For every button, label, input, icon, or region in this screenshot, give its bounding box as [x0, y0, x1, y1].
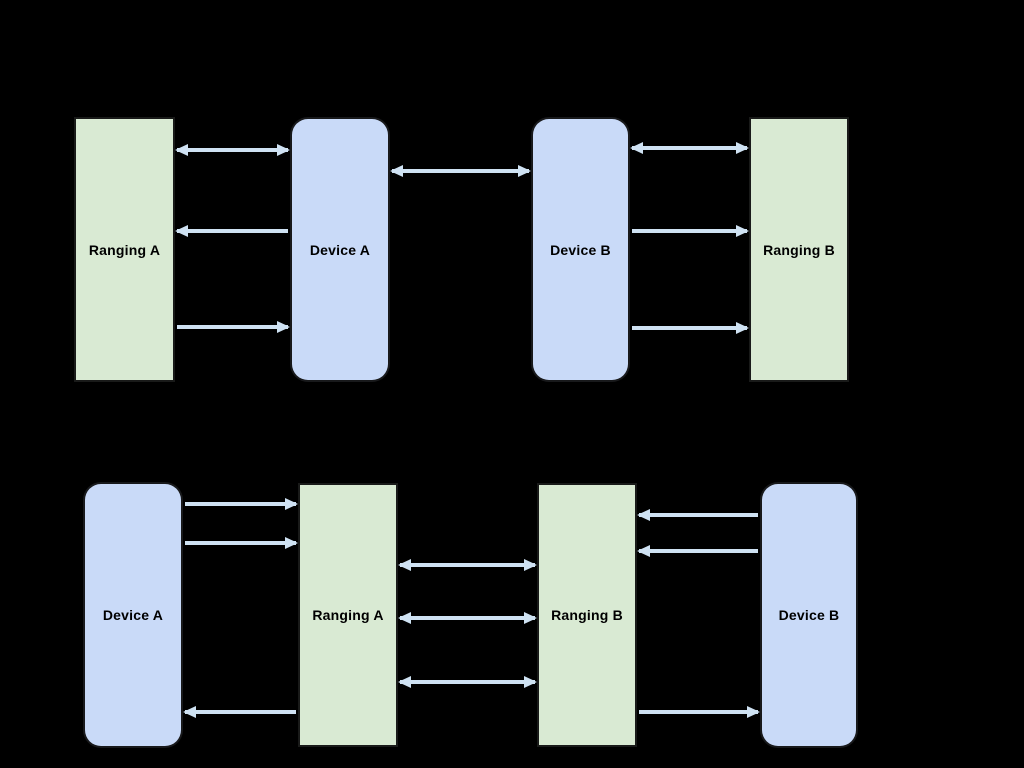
arrowhead-left-icon — [398, 559, 411, 571]
arrow-shaft — [639, 710, 758, 714]
arrowhead-right-icon — [747, 706, 760, 718]
arrow-device-a-to-ranging-a-right — [183, 497, 298, 511]
arrow-shaft — [400, 616, 535, 620]
arrow-ranging-a-to-ranging-b-both — [398, 611, 537, 625]
arrow-ranging-a-to-ranging-b-both — [398, 675, 537, 689]
arrow-ranging-b-to-device-b-right — [637, 705, 760, 719]
box-label: Ranging A — [88, 241, 161, 258]
arrowhead-right-icon — [524, 612, 537, 624]
box-label: Device B — [550, 241, 611, 258]
arrowhead-left-icon — [398, 676, 411, 688]
arrowhead-right-icon — [518, 165, 531, 177]
arrow-shaft — [185, 710, 296, 714]
arrow-shaft — [177, 325, 288, 329]
arrowhead-left-icon — [637, 509, 650, 521]
arrowhead-left-icon — [175, 144, 188, 156]
arrow-shaft — [400, 563, 535, 567]
bottom-sequence-box-ranging-b: Ranging B — [537, 483, 637, 747]
box-label: Ranging A — [312, 607, 384, 623]
arrow-ranging-a-to-device-a-both — [175, 143, 290, 157]
arrow-shaft — [185, 502, 296, 506]
arrow-device-a-to-ranging-a-left — [175, 224, 290, 238]
arrowhead-left-icon — [183, 706, 196, 718]
arrowhead-right-icon — [524, 559, 537, 571]
arrow-shaft — [392, 169, 529, 173]
arrowhead-right-icon — [736, 225, 749, 237]
arrow-shaft — [639, 513, 758, 517]
box-label: Device A — [102, 607, 164, 623]
arrow-ranging-a-to-device-a-left — [183, 705, 298, 719]
arrowhead-right-icon — [736, 142, 749, 154]
arrowhead-right-icon — [736, 322, 749, 334]
arrow-device-b-to-ranging-b-right — [630, 321, 749, 335]
arrowhead-right-icon — [285, 498, 298, 510]
arrow-shaft — [639, 549, 758, 553]
arrowhead-left-icon — [175, 225, 188, 237]
arrowhead-left-icon — [390, 165, 403, 177]
arrow-shaft — [632, 326, 747, 330]
top-sequence-box-device-b: Device B — [531, 117, 630, 382]
bottom-sequence-box-ranging-a: Ranging A — [298, 483, 398, 747]
box-label: Ranging B — [551, 607, 623, 623]
arrow-shaft — [185, 541, 296, 545]
arrowhead-left-icon — [630, 142, 643, 154]
arrow-device-b-to-ranging-b-right — [630, 224, 749, 238]
box-label: Ranging B — [763, 241, 835, 258]
arrow-ranging-a-to-device-a-right — [175, 320, 290, 334]
arrowhead-left-icon — [637, 545, 650, 557]
top-sequence-box-ranging-a: Ranging A — [74, 117, 175, 382]
arrowhead-left-icon — [398, 612, 411, 624]
top-sequence-box-ranging-b: Ranging B — [749, 117, 849, 382]
arrow-shaft — [632, 229, 747, 233]
arrow-shaft — [400, 680, 535, 684]
arrowhead-right-icon — [524, 676, 537, 688]
box-label: Device A — [309, 241, 371, 258]
arrowhead-right-icon — [277, 321, 290, 333]
arrow-shaft — [177, 229, 288, 233]
arrow-device-b-to-ranging-b-left — [637, 544, 760, 558]
bottom-sequence-box-device-a: Device A — [83, 482, 183, 748]
arrowhead-right-icon — [277, 144, 290, 156]
bottom-sequence-box-device-b: Device B — [760, 482, 858, 748]
arrowhead-right-icon — [285, 537, 298, 549]
top-sequence-box-device-a: Device A — [290, 117, 390, 382]
box-label: Device B — [778, 607, 840, 623]
arrow-device-b-to-ranging-b-both — [630, 141, 749, 155]
arrow-shaft — [632, 146, 747, 150]
arrow-shaft — [177, 148, 288, 152]
arrow-device-b-to-ranging-b-left — [637, 508, 760, 522]
arrow-ranging-a-to-ranging-b-both — [398, 558, 537, 572]
arrow-device-a-to-ranging-a-right — [183, 536, 298, 550]
arrow-device-a-to-device-b-both — [390, 164, 531, 178]
